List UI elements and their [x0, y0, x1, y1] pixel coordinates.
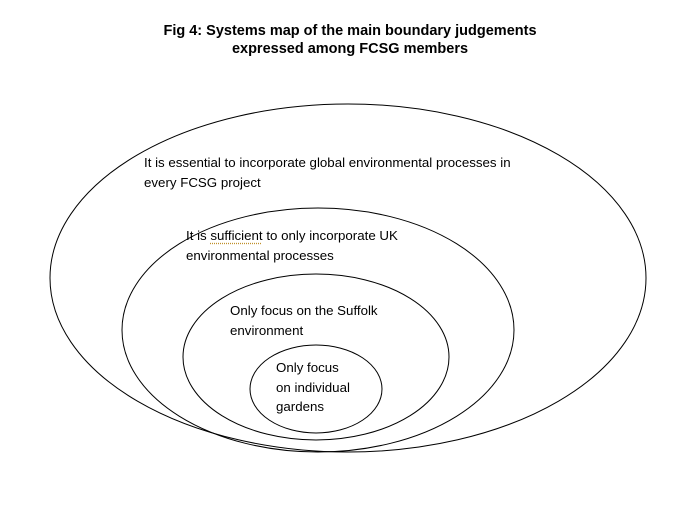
outer-boundary-label: It is essential to incorporate global en…	[144, 153, 511, 192]
figure-title-line-2: expressed among FCSG members	[231, 41, 469, 57]
third-boundary-label-line-1: Only focus on the Suffolk	[230, 303, 378, 318]
third-boundary-ellipse	[182, 273, 450, 441]
third-boundary-label: Only focus on the Suffolk environment	[230, 301, 378, 340]
figure-title-line-1: Fig 4: Systems map of the main boundary …	[163, 23, 537, 39]
second-boundary-label-prefix: It is	[186, 228, 211, 243]
second-boundary-label: It is sufficient to only incorporate UK …	[186, 226, 398, 265]
second-boundary-ellipse	[121, 207, 515, 453]
figure-title: Fig 4: Systems map of the main boundary …	[0, 22, 688, 58]
spellcheck-marked-word: sufficient	[210, 228, 263, 243]
second-boundary-label-line-1: It is sufficient to only incorporate UK	[186, 226, 398, 246]
inner-boundary-label-line-2: on individual	[276, 379, 350, 395]
second-boundary-label-line-2: environmental processes	[186, 247, 334, 263]
third-boundary-label-line-2: environment	[230, 322, 304, 338]
outer-boundary-ellipse	[49, 103, 647, 453]
inner-boundary-label-line-3: gardens	[276, 399, 325, 414]
second-boundary-label-suffix: to only incorporate UK	[262, 228, 398, 243]
inner-boundary-label: Only focus on individual gardens	[276, 358, 350, 417]
outer-boundary-label-line-1: It is essential to incorporate global en…	[144, 155, 511, 170]
inner-boundary-ellipse	[249, 344, 383, 434]
inner-boundary-label-line-1: Only focus	[276, 360, 339, 375]
outer-boundary-label-line-2: every FCSG project	[144, 174, 261, 190]
